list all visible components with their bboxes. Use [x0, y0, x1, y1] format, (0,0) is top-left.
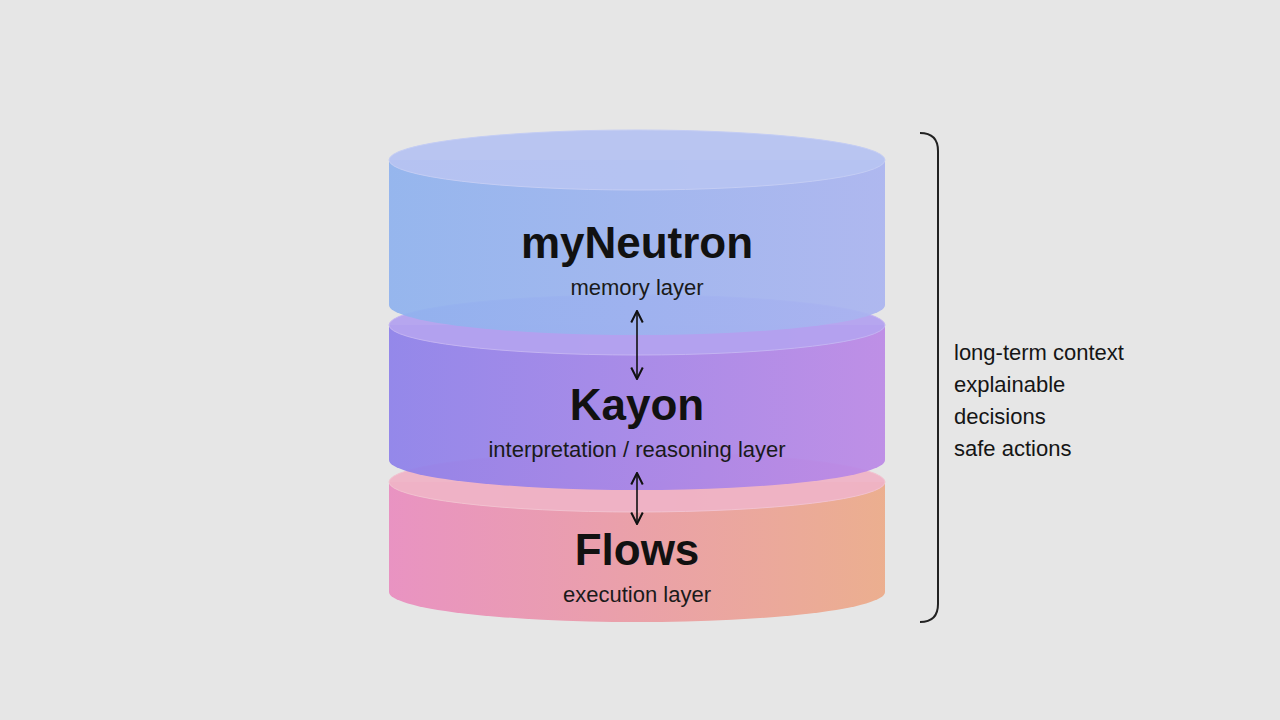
connector-arrow	[636, 311, 638, 379]
layer-text: Kayon interpretation / reasoning layer	[389, 380, 885, 463]
layer-name: myNeutron	[389, 218, 885, 269]
layer-cylinder: Flows execution layer	[389, 452, 885, 622]
feature-label: long-term context	[954, 337, 1154, 369]
layer-role: execution layer	[389, 582, 885, 608]
cylinder-body	[389, 482, 885, 622]
cylinder-body	[389, 325, 885, 490]
feature-list: long-term contextexplainable decisionssa…	[954, 337, 1154, 465]
layer-name: Kayon	[389, 380, 885, 431]
layer-name: Flows	[389, 525, 885, 576]
layer-text: Flows execution layer	[389, 525, 885, 608]
cylinder-top	[389, 295, 885, 355]
feature-label: safe actions	[954, 433, 1154, 465]
cylinder-body	[389, 160, 885, 335]
connector-arrow	[636, 473, 638, 524]
layer-cylinder: myNeutron memory layer	[389, 130, 885, 335]
cylinder-top	[389, 130, 885, 190]
layer-role: interpretation / reasoning layer	[389, 437, 885, 463]
layer-text: myNeutron memory layer	[389, 218, 885, 301]
layer-cylinder: Kayon interpretation / reasoning layer	[389, 295, 885, 490]
cylinder-top	[389, 452, 885, 512]
layer-role: memory layer	[389, 275, 885, 301]
bracket	[920, 133, 938, 622]
feature-label: explainable decisions	[954, 369, 1154, 433]
